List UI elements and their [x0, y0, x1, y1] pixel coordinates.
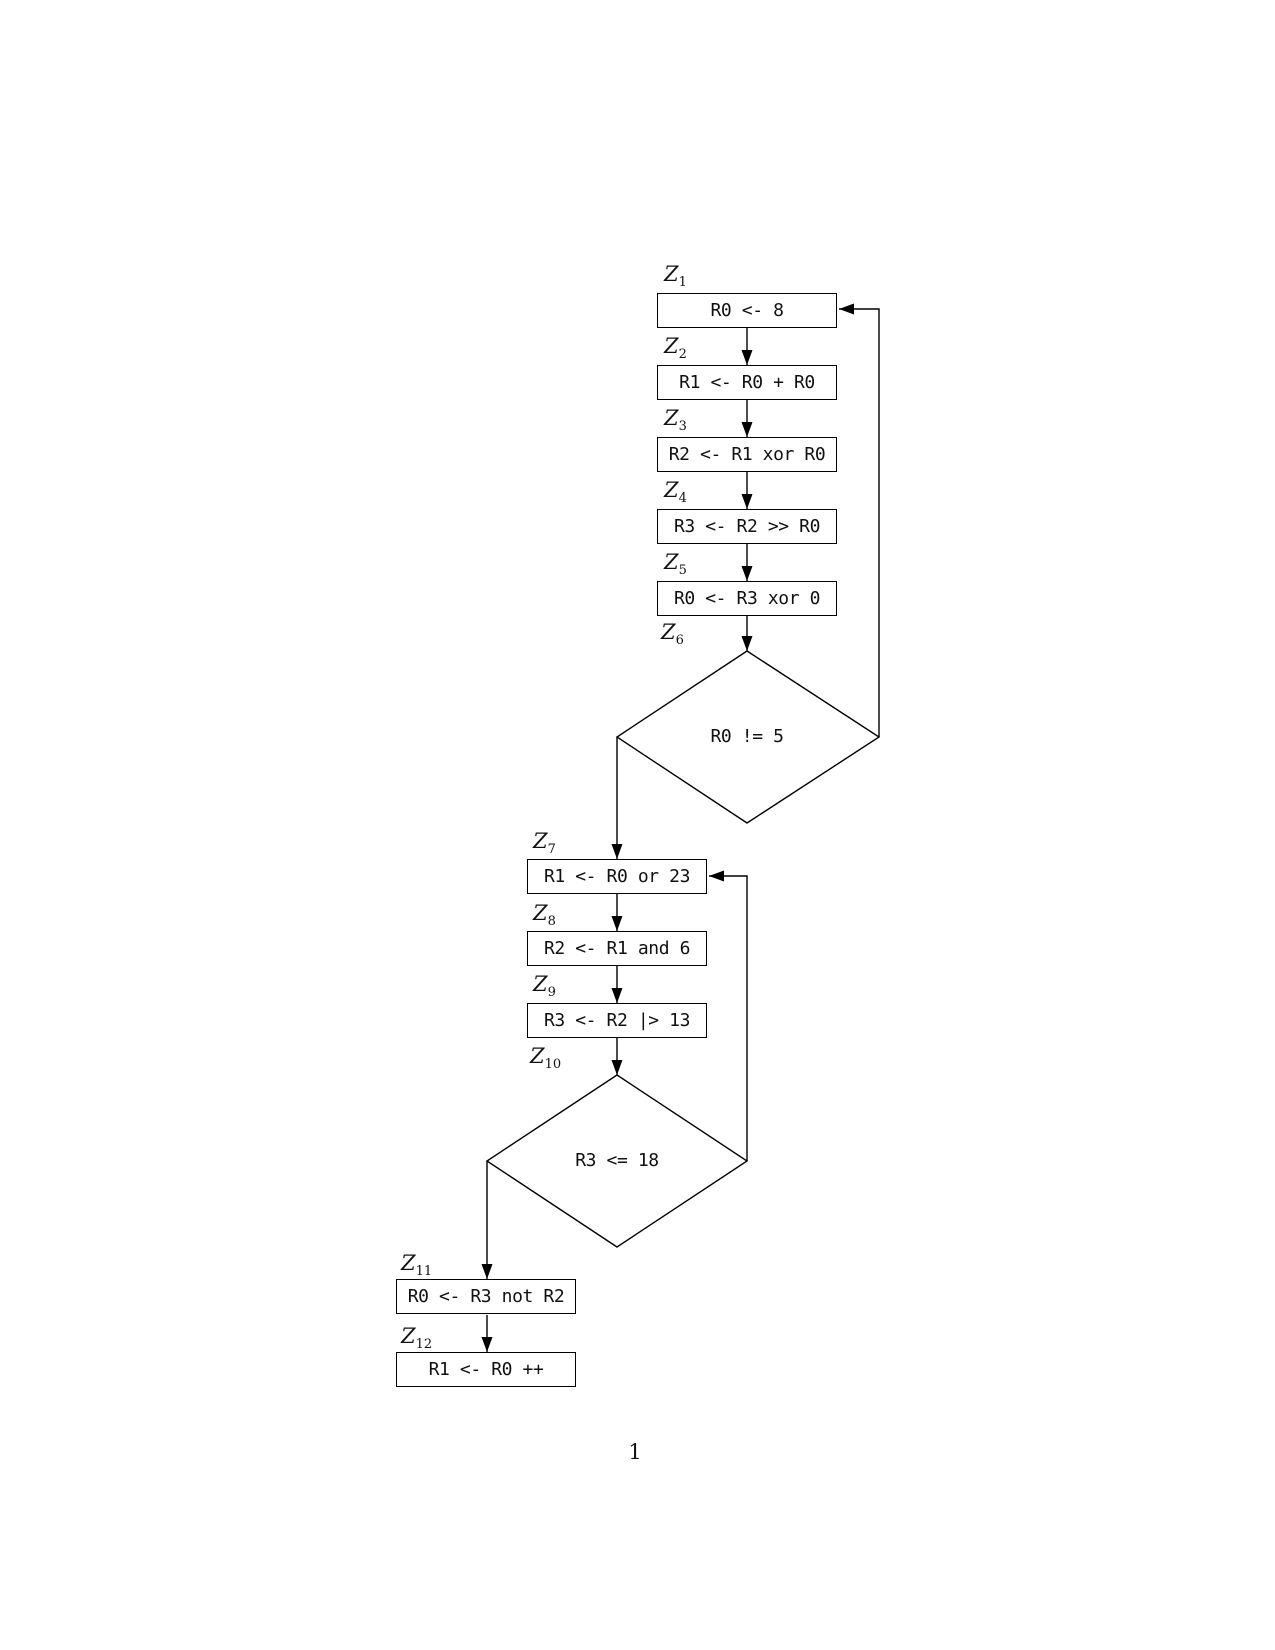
- node-Z12-text: R1 <- R0 ++: [428, 1359, 544, 1380]
- node-Z12: R1 <- R0 ++: [396, 1352, 576, 1387]
- node-label-Z2: Z2: [664, 334, 687, 363]
- node-label-Z1: Z1: [664, 262, 687, 291]
- node-Z11: R0 <- R3 not R2: [396, 1279, 576, 1314]
- node-shape-Z10: [485, 1074, 749, 1248]
- node-label-Z6: Z6: [661, 620, 684, 649]
- node-Z8: R2 <- R1 and 6: [527, 931, 707, 966]
- edge-Z10-Z7-loopback: [709, 870, 748, 1161]
- node-Z3-text: R2 <- R1 xor R0: [668, 444, 826, 465]
- node-Z9: R3 <- R2 |> 13: [527, 1003, 707, 1038]
- node-Z1-text: R0 <- 8: [710, 300, 784, 321]
- node-label-Z4: Z4: [664, 478, 687, 507]
- node-Z5-text: R0 <- R3 xor 0: [673, 588, 821, 609]
- node-label-Z9: Z9: [533, 972, 556, 1001]
- node-label-Z3: Z3: [664, 406, 687, 435]
- node-Z3: R2 <- R1 xor R0: [657, 437, 837, 472]
- node-Z6-text: R0 != 5: [710, 726, 784, 747]
- node-Z11-text: R0 <- R3 not R2: [407, 1286, 565, 1307]
- node-label-Z12: Z12: [401, 1324, 433, 1353]
- node-Z8-text: R2 <- R1 and 6: [543, 938, 691, 959]
- node-label-Z5: Z5: [664, 550, 687, 579]
- node-Z2-text: R1 <- R0 + R0: [679, 372, 815, 393]
- node-shape-Z6: [615, 650, 881, 824]
- node-Z1: R0 <- 8: [657, 293, 837, 328]
- node-Z4-text: R3 <- R2 >> R0: [673, 516, 821, 537]
- node-Z7-text: R1 <- R0 or 23: [543, 866, 691, 887]
- node-label-Z7: Z7: [533, 829, 556, 858]
- node-Z4: R3 <- R2 >> R0: [657, 509, 837, 544]
- node-Z2: R1 <- R0 + R0: [657, 365, 837, 400]
- node-label-Z10: Z10: [530, 1044, 562, 1073]
- page-number: 1: [628, 1440, 642, 1464]
- node-Z9-text: R3 <- R2 |> 13: [543, 1010, 691, 1031]
- node-label-Z8: Z8: [533, 901, 556, 930]
- edge-Z6-Z1-loopback: [839, 303, 880, 737]
- node-Z5: R0 <- R3 xor 0: [657, 581, 837, 616]
- node-Z10-text: R3 <= 18: [575, 1150, 659, 1171]
- node-Z7: R1 <- R0 or 23: [527, 859, 707, 894]
- node-label-Z11: Z11: [401, 1251, 433, 1280]
